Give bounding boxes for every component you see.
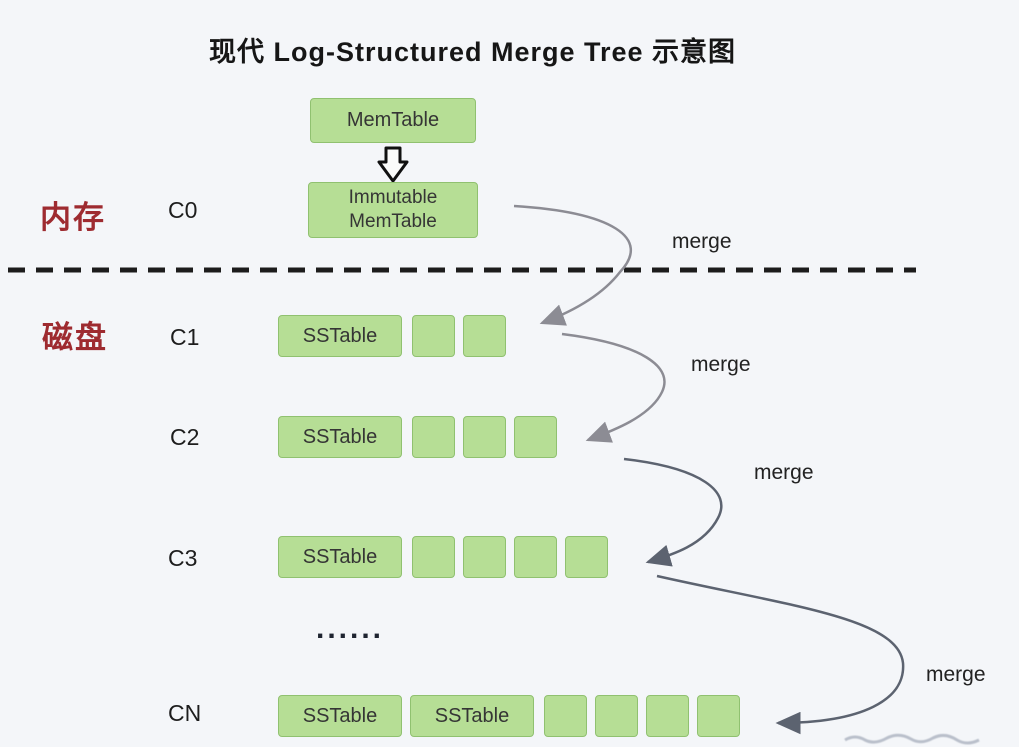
sstable-fragment-square [595,695,638,737]
level-label-cn: CN [168,700,202,726]
memtable-label: MemTable [346,109,440,131]
sstable-label: SSTable [434,704,510,727]
disk-row-cn: SSTable SSTable [278,695,740,737]
level-label-c1: C1 [170,324,200,350]
immutable-memtable-box: Immutable MemTable [308,182,478,238]
merge-arrow-c1-c2 [561,332,666,443]
sstable-label: SSTable [302,704,378,727]
fragment-squares [412,536,608,578]
sstable-fragment-square [412,536,455,578]
flush-down-arrow-icon [377,146,409,183]
sstable-fragment-square [697,695,740,737]
disk-zone-label: 磁盘 [42,320,108,355]
sstable-fragment-square [463,536,506,578]
sstable-label: SSTable [302,425,378,448]
merge-arrow-c2-c3 [623,457,723,567]
watermark [844,733,980,745]
fragment-squares [412,416,557,458]
disk-row-c3: SSTable [278,536,608,578]
disk-row-c1: SSTable [278,315,506,357]
merge-label-c2-c3: merge [754,461,814,484]
fragment-squares [412,315,506,357]
sstable-fragment-square [463,315,506,357]
merge-label-c1-c2: merge [691,353,751,376]
level-label-c2: C2 [170,424,200,450]
level-label-c0: C0 [168,197,198,223]
sstable-fragment-square [565,536,608,578]
memtable-box: MemTable [310,98,476,143]
sstable-fragment-square [412,416,455,458]
sstable-box: SSTable [410,695,534,737]
sstable-box: SSTable [278,315,402,357]
sstable-fragment-square [544,695,587,737]
diagram-title: 现代 Log-Structured Merge Tree 示意图 [208,37,737,67]
sstable-fragment-square [514,416,557,458]
level-label-c3: C3 [168,545,198,571]
merge-arrow-c0-c1 [513,204,633,326]
sstable-label: SSTable [302,324,378,347]
sstable-fragment-square [412,315,455,357]
sstable-box: SSTable [278,536,402,578]
merge-label-c3-cn: merge [926,663,986,686]
immutable-memtable-label-line1: Immutable [348,187,438,208]
fragment-squares [544,695,740,737]
sstable-fragment-square [463,416,506,458]
sstable-label: SSTable [302,545,378,568]
sstable-box: SSTable [278,416,402,458]
sstable-box: SSTable [278,695,402,737]
disk-row-c2: SSTable [278,416,557,458]
levels-ellipsis: ...... [316,612,385,645]
memory-zone-label: 内存 [40,200,106,235]
immutable-memtable-label-line2: MemTable [349,211,437,232]
sstable-fragment-square [514,536,557,578]
sstable-fragment-square [646,695,689,737]
merge-label-c0-c1: merge [672,230,732,253]
